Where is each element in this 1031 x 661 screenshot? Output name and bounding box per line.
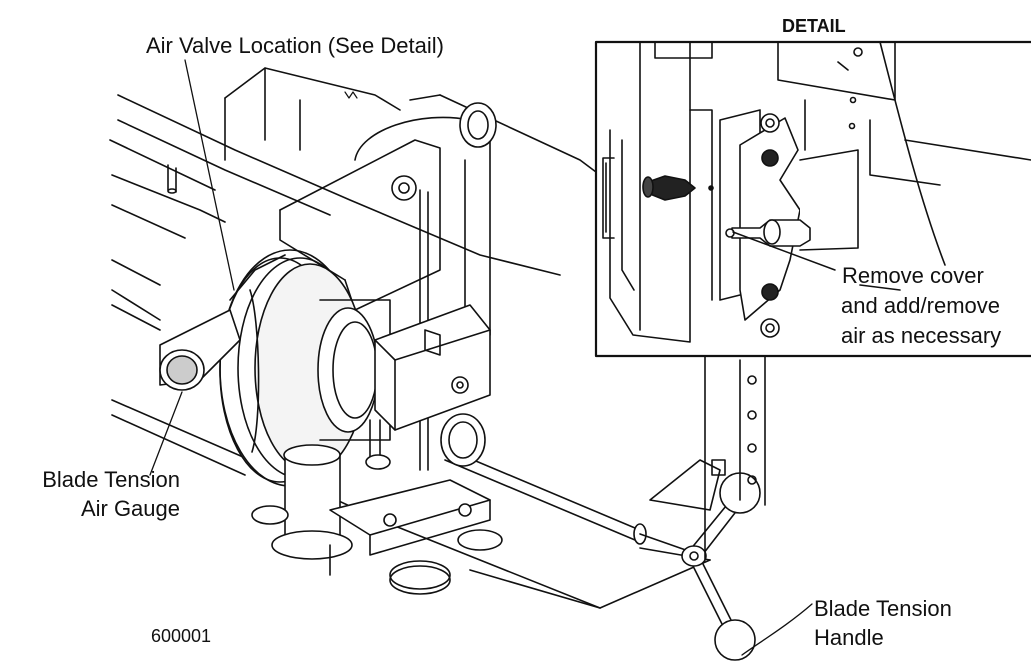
gauge-label-line1: Blade Tension <box>42 467 180 492</box>
air-valve-location-label: Air Valve Location (See Detail) <box>146 33 444 58</box>
gauge-label-line2: Air Gauge <box>80 496 180 521</box>
remove-cover-label-line3: air as necessary <box>841 323 1002 348</box>
gauge-leader <box>150 392 182 475</box>
remove-cover-label-line1: Remove cover <box>842 263 984 288</box>
detail-inset <box>596 42 1031 356</box>
part-number: 600001 <box>151 626 212 646</box>
handle-leader <box>742 604 812 655</box>
leader-lines <box>150 60 812 655</box>
handle-label-line1: Blade Tension <box>814 596 952 621</box>
handle-label-line2: Handle <box>814 625 884 650</box>
tension-rod <box>441 414 760 660</box>
air-valve-leader <box>185 60 234 290</box>
remove-cover-leader <box>733 232 835 270</box>
remove-cover-label-line2: and add/remove <box>841 293 1000 318</box>
blade-wheel <box>160 250 390 486</box>
detail-title: DETAIL <box>782 16 846 36</box>
blade-guide-assembly <box>252 305 502 594</box>
vertical-plate <box>705 355 765 560</box>
